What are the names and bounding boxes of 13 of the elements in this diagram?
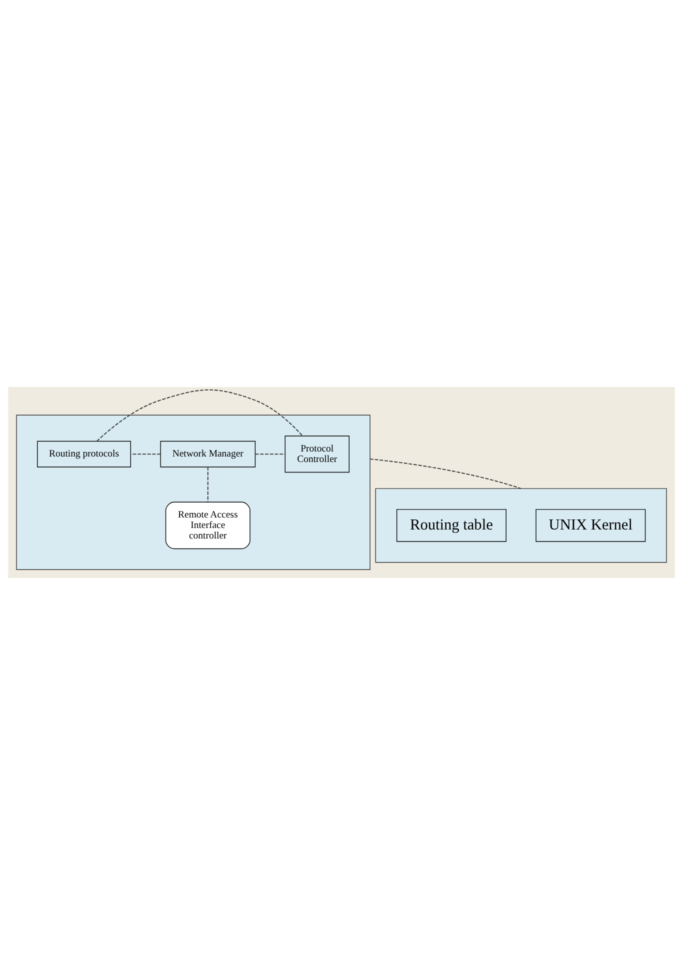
node-box: Routing protocols [37, 440, 131, 467]
node-box: Routing table [396, 508, 506, 542]
node-box: Protocol Controller [284, 435, 350, 472]
cluster [375, 488, 667, 562]
connector [255, 453, 285, 454]
connector [207, 466, 208, 502]
node-box: Network Manager [160, 440, 256, 467]
node-box: UNIX Kernel [536, 508, 646, 542]
connector [130, 453, 161, 454]
cluster [16, 414, 370, 570]
node-box: Remote Access Interface controller [165, 501, 250, 549]
connector [370, 458, 522, 489]
connector [96, 388, 303, 441]
